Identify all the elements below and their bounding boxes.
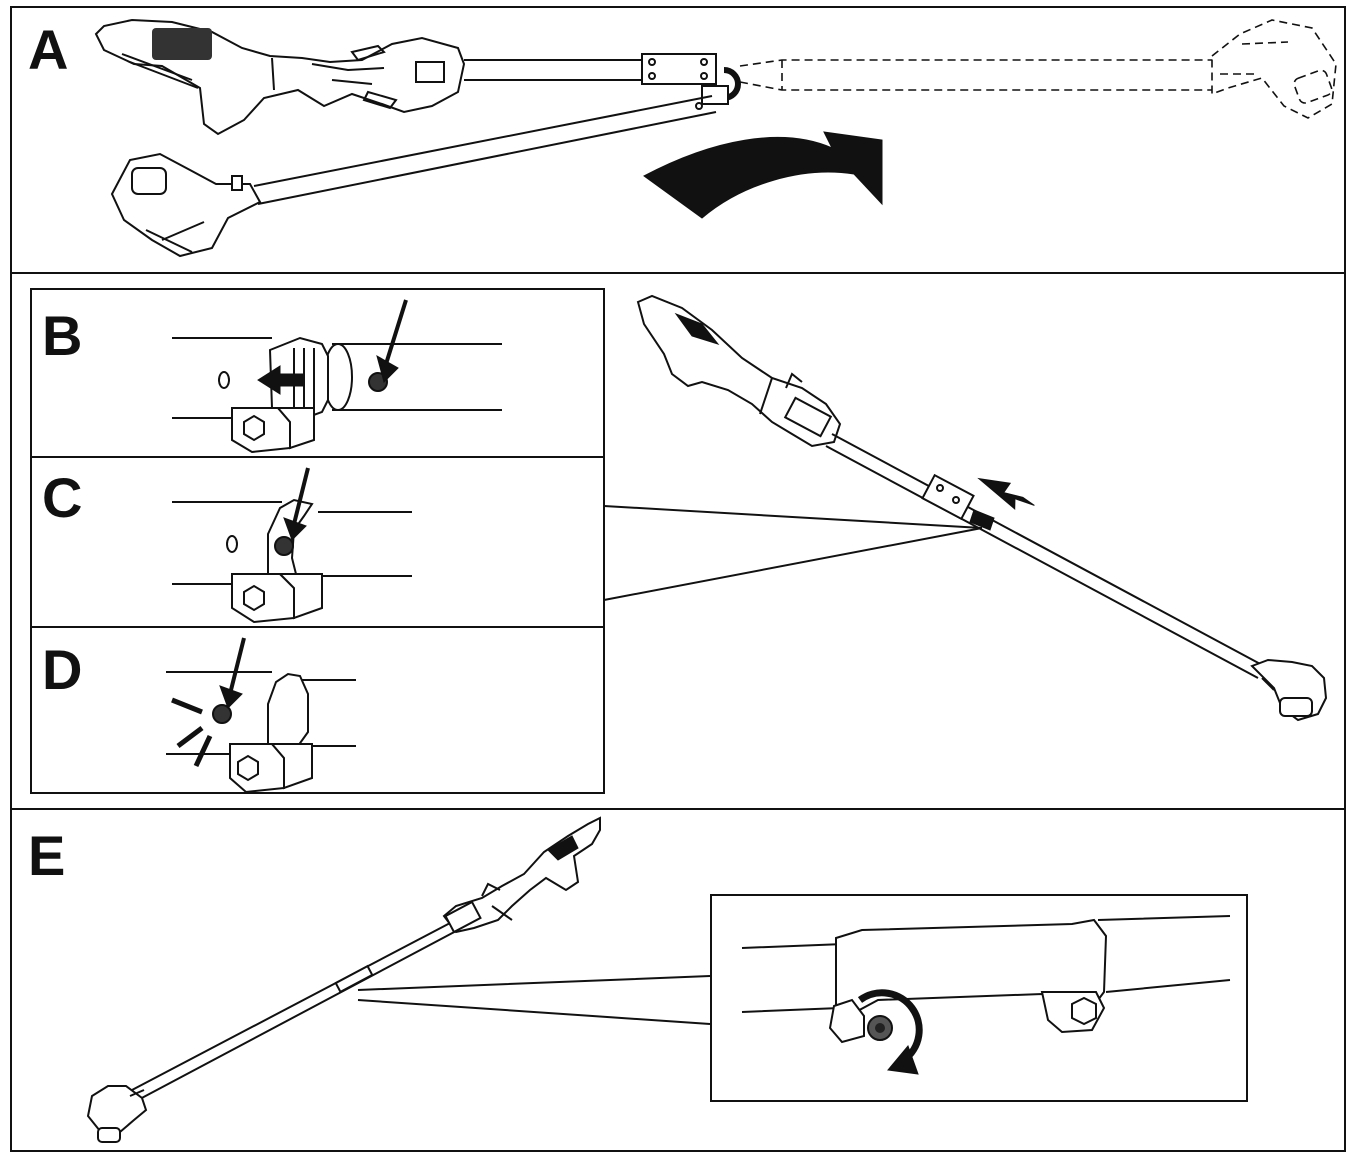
detail-b-illustration: [172, 299, 502, 454]
panel-e: E: [10, 808, 1346, 1152]
panel-c: C: [30, 456, 605, 628]
panel-d: D: [30, 626, 605, 794]
rotate-arrow-icon: [857, 989, 923, 1063]
panel-a: A: [10, 6, 1346, 274]
detail-e-illustration: [741, 915, 1231, 1075]
trimmer-head-lower: [110, 152, 262, 258]
trimmer-handle-unit-diagonal: [636, 294, 842, 448]
panel-b: B: [30, 288, 605, 458]
panel-a-label: A: [28, 18, 69, 81]
panel-c-label: C: [42, 466, 83, 529]
trimmer-head-e: [86, 1085, 148, 1143]
panel-bcd-section: B C: [10, 272, 1346, 810]
assembled-trimmer-illustration: [86, 816, 711, 1143]
detail-c-illustration: [172, 467, 412, 624]
push-arrow-icon: [977, 477, 1035, 510]
panel-d-label: D: [42, 638, 83, 701]
trimmer-handle-unit: [94, 18, 466, 136]
trimmer-head-extended: [1250, 658, 1328, 722]
panel-b-label: B: [42, 304, 83, 367]
panel-e-detail: [710, 894, 1248, 1102]
trimmer-handle-unit-e: [442, 816, 601, 934]
extended-trimmer-illustration: [603, 294, 1328, 722]
curved-arrow-icon: [643, 131, 883, 219]
unfolded-position-outline: [739, 19, 1337, 119]
folded-trimmer-illustration: [94, 18, 1337, 258]
detail-d-illustration: [166, 637, 356, 794]
panel-e-label: E: [28, 824, 66, 887]
